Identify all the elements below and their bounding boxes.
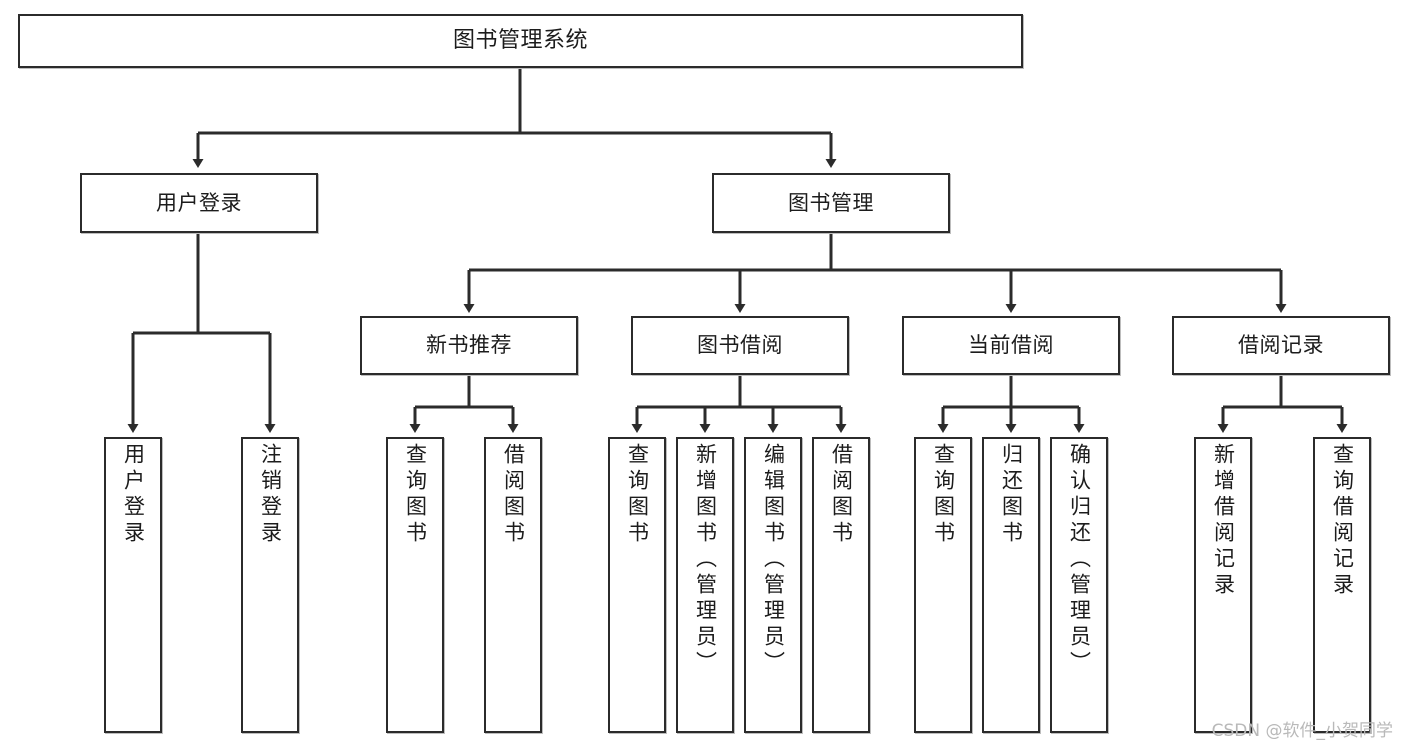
leaf-query-book-current[interactable]: 查询图书 bbox=[914, 437, 972, 733]
node-label: 查询图书 bbox=[403, 443, 428, 547]
node-user-login[interactable]: 用户登录 bbox=[80, 173, 318, 233]
leaf-query-book-recommend[interactable]: 查询图书 bbox=[386, 437, 444, 733]
leaf-confirm-return-admin[interactable]: 确认归还（管理员） bbox=[1050, 437, 1108, 733]
node-label: 新增图书（管理员） bbox=[693, 443, 718, 677]
leaf-query-book-borrow[interactable]: 查询图书 bbox=[608, 437, 666, 733]
leaf-user-login[interactable]: 用户登录 bbox=[104, 437, 162, 733]
leaf-add-book-admin[interactable]: 新增图书（管理员） bbox=[676, 437, 734, 733]
node-label: 借阅图书 bbox=[501, 443, 526, 547]
leaf-query-borrow-record[interactable]: 查询借阅记录 bbox=[1313, 437, 1371, 733]
leaf-add-borrow-record[interactable]: 新增借阅记录 bbox=[1194, 437, 1252, 733]
node-label: 图书管理系统 bbox=[452, 28, 588, 54]
node-new-book-recommend[interactable]: 新书推荐 bbox=[360, 316, 578, 375]
node-book-borrow[interactable]: 图书借阅 bbox=[631, 316, 849, 375]
node-label: 查询图书 bbox=[931, 443, 956, 547]
node-label: 用户登录 bbox=[156, 190, 242, 215]
leaf-edit-book-admin[interactable]: 编辑图书（管理员） bbox=[744, 437, 802, 733]
leaf-logout[interactable]: 注销登录 bbox=[241, 437, 299, 733]
node-label: 查询借阅记录 bbox=[1330, 443, 1355, 599]
node-borrow-record[interactable]: 借阅记录 bbox=[1172, 316, 1390, 375]
leaf-borrow-book-recommend[interactable]: 借阅图书 bbox=[484, 437, 542, 733]
leaf-borrow-book[interactable]: 借阅图书 bbox=[812, 437, 870, 733]
node-label: 当前借阅 bbox=[968, 333, 1054, 358]
node-label: 图书管理 bbox=[788, 190, 874, 215]
node-root-system[interactable]: 图书管理系统 bbox=[18, 14, 1023, 68]
node-label: 新书推荐 bbox=[426, 333, 512, 358]
node-current-borrow[interactable]: 当前借阅 bbox=[902, 316, 1120, 375]
node-label: 用户登录 bbox=[121, 443, 146, 547]
node-label: 注销登录 bbox=[258, 443, 283, 547]
node-label: 新增借阅记录 bbox=[1211, 443, 1236, 599]
node-label: 查询图书 bbox=[625, 443, 650, 547]
leaf-return-book[interactable]: 归还图书 bbox=[982, 437, 1040, 733]
node-label: 借阅记录 bbox=[1238, 333, 1324, 358]
node-book-management[interactable]: 图书管理 bbox=[712, 173, 950, 233]
node-label: 借阅图书 bbox=[829, 443, 854, 547]
node-label: 归还图书 bbox=[999, 443, 1024, 547]
node-label: 编辑图书（管理员） bbox=[761, 443, 786, 677]
node-label: 图书借阅 bbox=[697, 333, 783, 358]
csdn-watermark: CSDN @软件_小贺同学 bbox=[1211, 721, 1393, 741]
node-label: 确认归还（管理员） bbox=[1067, 443, 1092, 677]
